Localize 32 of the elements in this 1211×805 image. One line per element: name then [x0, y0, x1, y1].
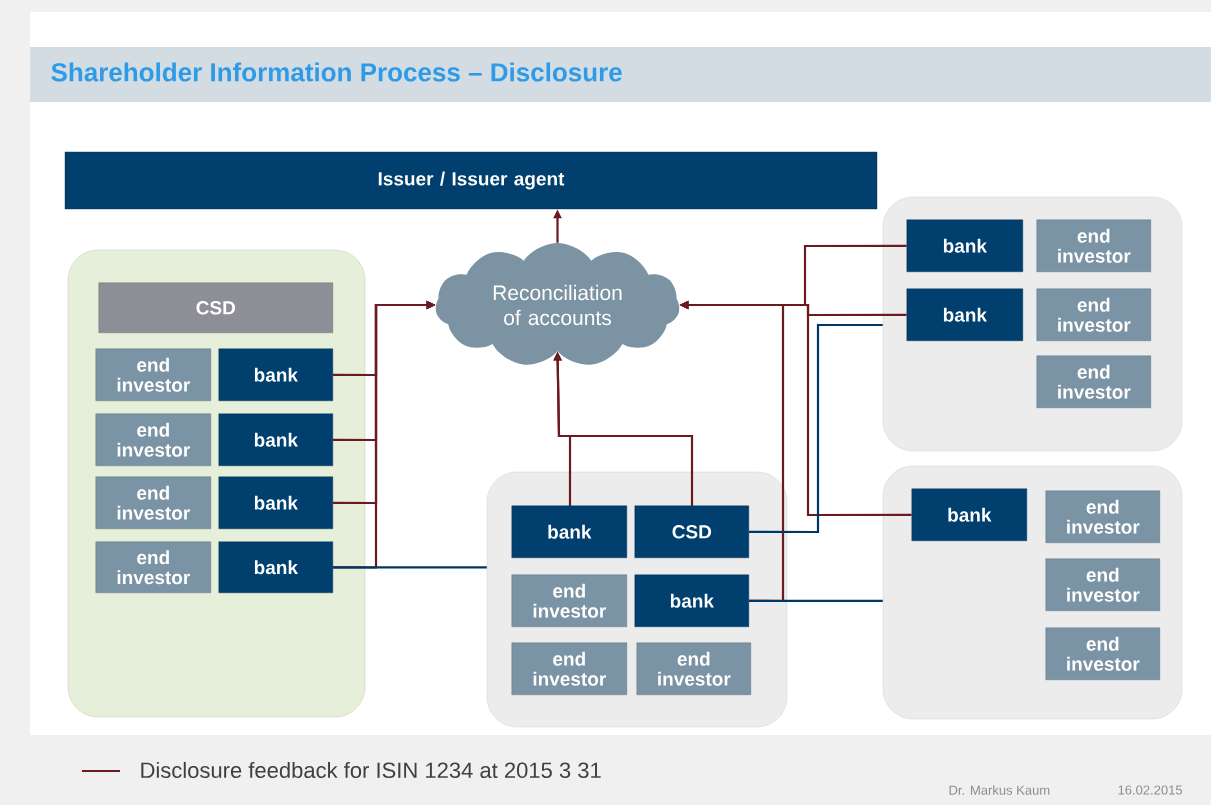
csd-box: CSD: [98, 282, 333, 333]
connector: [749, 599, 883, 602]
bank-box: bank: [911, 488, 1027, 541]
connector: [333, 566, 487, 569]
investor-box: end investor: [511, 642, 627, 695]
bank-box: bank: [906, 219, 1023, 272]
author-name: Dr. Markus Kaum: [949, 785, 1050, 795]
bank-box: bank: [218, 348, 333, 401]
bank-box: bank: [511, 505, 627, 558]
investor-box: end investor: [636, 642, 751, 695]
bank-box: CSD: [634, 505, 749, 558]
date-label: 16.02.2015: [1118, 785, 1183, 795]
bank-box: bank: [906, 288, 1023, 341]
connector: [749, 323, 883, 534]
slide-title: Shareholder Information Process – Disclosure: [51, 62, 622, 82]
legend-text: Disclosure feedback for ISIN 1234 at 2015 3 31: [141, 761, 601, 779]
investor-box: end investor: [1045, 490, 1160, 543]
investor-box: end investor: [1045, 627, 1160, 680]
investor-box: end investor: [95, 541, 211, 593]
investor-box: end investor: [1045, 558, 1160, 611]
bank-box: bank: [218, 413, 333, 466]
investor-box: end investor: [95, 476, 211, 529]
issuer-bar: Issuer / Issuer agent: [64, 151, 878, 210]
investor-box: end investor: [1036, 219, 1151, 272]
investor-box: end investor: [95, 413, 211, 466]
investor-box: end investor: [95, 348, 211, 401]
bank-box: bank: [218, 541, 333, 593]
investor-box: end investor: [1036, 288, 1151, 341]
bank-box: bank: [634, 574, 749, 627]
investor-box: end investor: [1036, 355, 1151, 408]
bank-box: bank: [218, 476, 333, 529]
investor-box: end investor: [511, 574, 627, 627]
